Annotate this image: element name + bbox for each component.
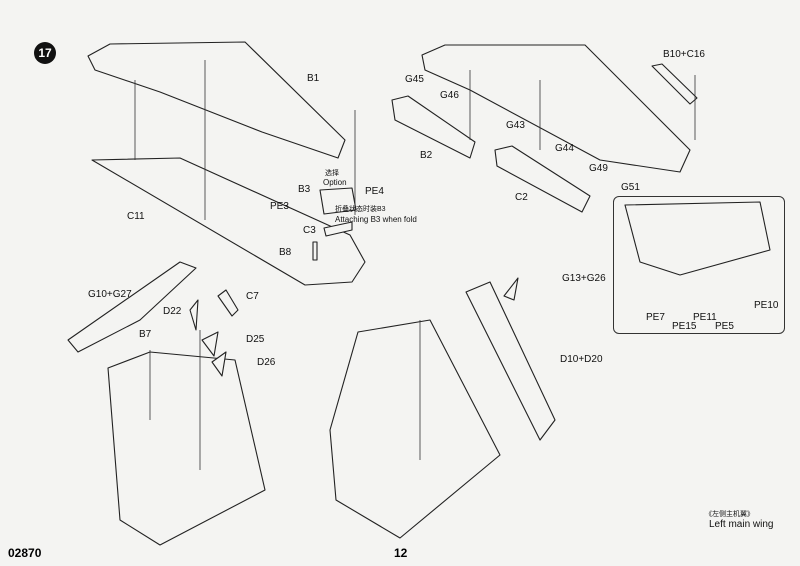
label-fold-note-en: Attaching B3 when fold	[335, 215, 417, 224]
label-c3: C3	[303, 225, 316, 236]
step-number-badge: 17	[34, 42, 56, 64]
label-b10-c16: B10+C16	[663, 49, 705, 60]
fitting-b8	[312, 241, 318, 261]
label-pe3: PE3	[270, 201, 289, 212]
wing-lower-right	[329, 319, 501, 539]
label-d26: D26	[257, 357, 276, 368]
label-g44: G44	[555, 143, 574, 154]
wing-lower-left	[107, 351, 266, 546]
label-d25: D25	[246, 334, 265, 345]
label-pe7: PE7	[646, 312, 665, 323]
part-b10-c16	[651, 63, 698, 105]
label-g49: G49	[589, 163, 608, 174]
part-d10-d20	[465, 281, 556, 441]
wing-upper-right	[421, 44, 691, 173]
part-g13-g26	[503, 277, 519, 301]
label-c2: C2	[515, 192, 528, 203]
label-pe5: PE5	[715, 321, 734, 332]
flap-b2	[391, 95, 476, 159]
label-option-cn: 选择	[325, 170, 339, 177]
label-c11: C11	[127, 211, 145, 222]
caption-cn: 《左侧主机翼》	[705, 511, 754, 518]
label-g51: G51	[621, 182, 640, 193]
label-pe4: PE4	[365, 186, 384, 197]
label-d22: D22	[163, 306, 182, 317]
label-g13-g26: G13+G26	[562, 273, 606, 284]
fitting-c3	[323, 221, 353, 237]
label-g45: G45	[405, 74, 424, 85]
label-d10-d20: D10+D20	[560, 354, 603, 365]
detail-inset-box	[613, 196, 785, 334]
label-b7: B7	[139, 329, 152, 340]
label-fold-note-cn: 折叠状态时装B3	[335, 206, 386, 213]
label-b8: B8	[279, 247, 292, 258]
wing-upper-b1	[87, 41, 346, 159]
flap-c2	[494, 145, 591, 213]
kit-number: 02870	[8, 546, 42, 560]
label-b3: B3	[298, 184, 311, 195]
page-number: 12	[394, 546, 408, 560]
label-pe11: PE11	[693, 312, 717, 323]
fitting-b3	[319, 187, 357, 215]
part-d26	[211, 351, 227, 377]
label-b2: B2	[420, 150, 433, 161]
wing-lower-c11	[91, 157, 366, 286]
part-g10-g27	[67, 261, 197, 353]
label-c7: C7	[246, 291, 259, 302]
label-b1: B1	[307, 73, 320, 84]
label-pe15: PE15	[672, 321, 697, 332]
part-c7	[217, 289, 239, 317]
label-g43: G43	[506, 120, 525, 131]
part-d22	[189, 299, 199, 331]
label-g46: G46	[440, 90, 459, 101]
label-g10-g27: G10+G27	[88, 289, 132, 300]
caption-en: Left main wing	[709, 519, 774, 530]
label-pe10: PE10	[754, 300, 779, 311]
part-d25	[201, 331, 219, 357]
detail-wing-tip	[624, 201, 771, 276]
label-option-en: Option	[323, 178, 347, 187]
